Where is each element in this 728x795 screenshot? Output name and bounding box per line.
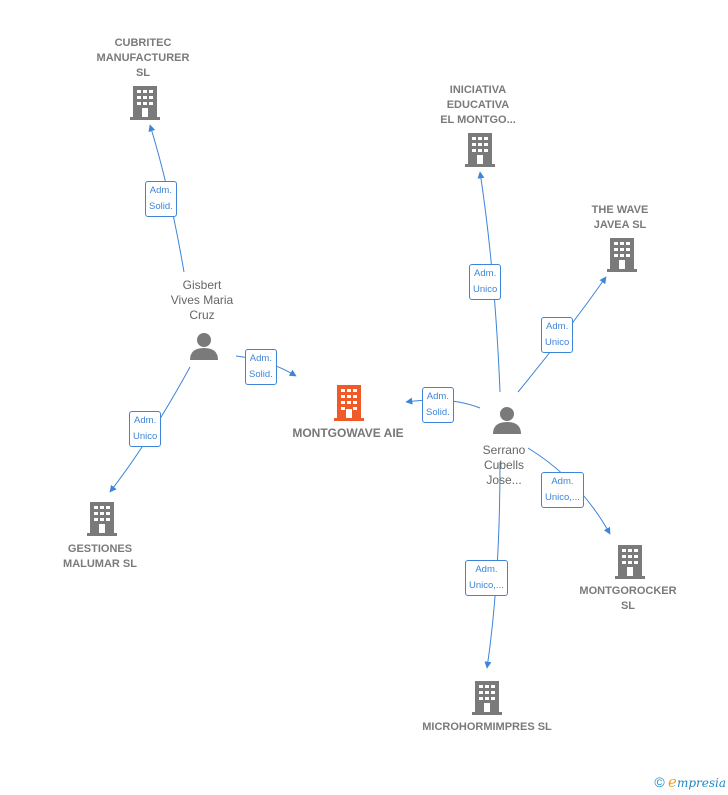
relation-badge[interactable]: Adm.Solid. [245, 349, 277, 385]
building-icon[interactable] [607, 238, 637, 272]
main-company-label[interactable]: MONTGOWAVE AIE [292, 426, 404, 440]
relation-badge[interactable]: Adm.Unico [541, 317, 574, 353]
person-icon[interactable] [493, 406, 521, 434]
relation-badge[interactable]: Adm.Solid. [422, 387, 454, 423]
building-icon[interactable] [130, 86, 160, 120]
main-company-building-icon[interactable] [334, 385, 364, 421]
relation-badge[interactable]: Adm.Unico,... [541, 472, 584, 508]
person-icon[interactable] [190, 332, 218, 360]
relation-badge[interactable]: Adm.Unico [469, 264, 502, 300]
copyright-icon: © [654, 774, 665, 790]
relation-badge[interactable]: Adm.Unico [129, 411, 162, 447]
company-label-microhormimpres[interactable]: MICROHORMIMPRES SL [422, 721, 552, 733]
building-icon[interactable] [87, 502, 117, 536]
empresia-logo[interactable]: © empresia [654, 773, 726, 791]
building-icon[interactable] [465, 133, 495, 167]
relation-badge[interactable]: Adm.Unico,... [465, 560, 508, 596]
building-icon[interactable] [615, 545, 645, 579]
building-icon[interactable] [472, 681, 502, 715]
relation-badge[interactable]: Adm.Solid. [145, 181, 177, 217]
